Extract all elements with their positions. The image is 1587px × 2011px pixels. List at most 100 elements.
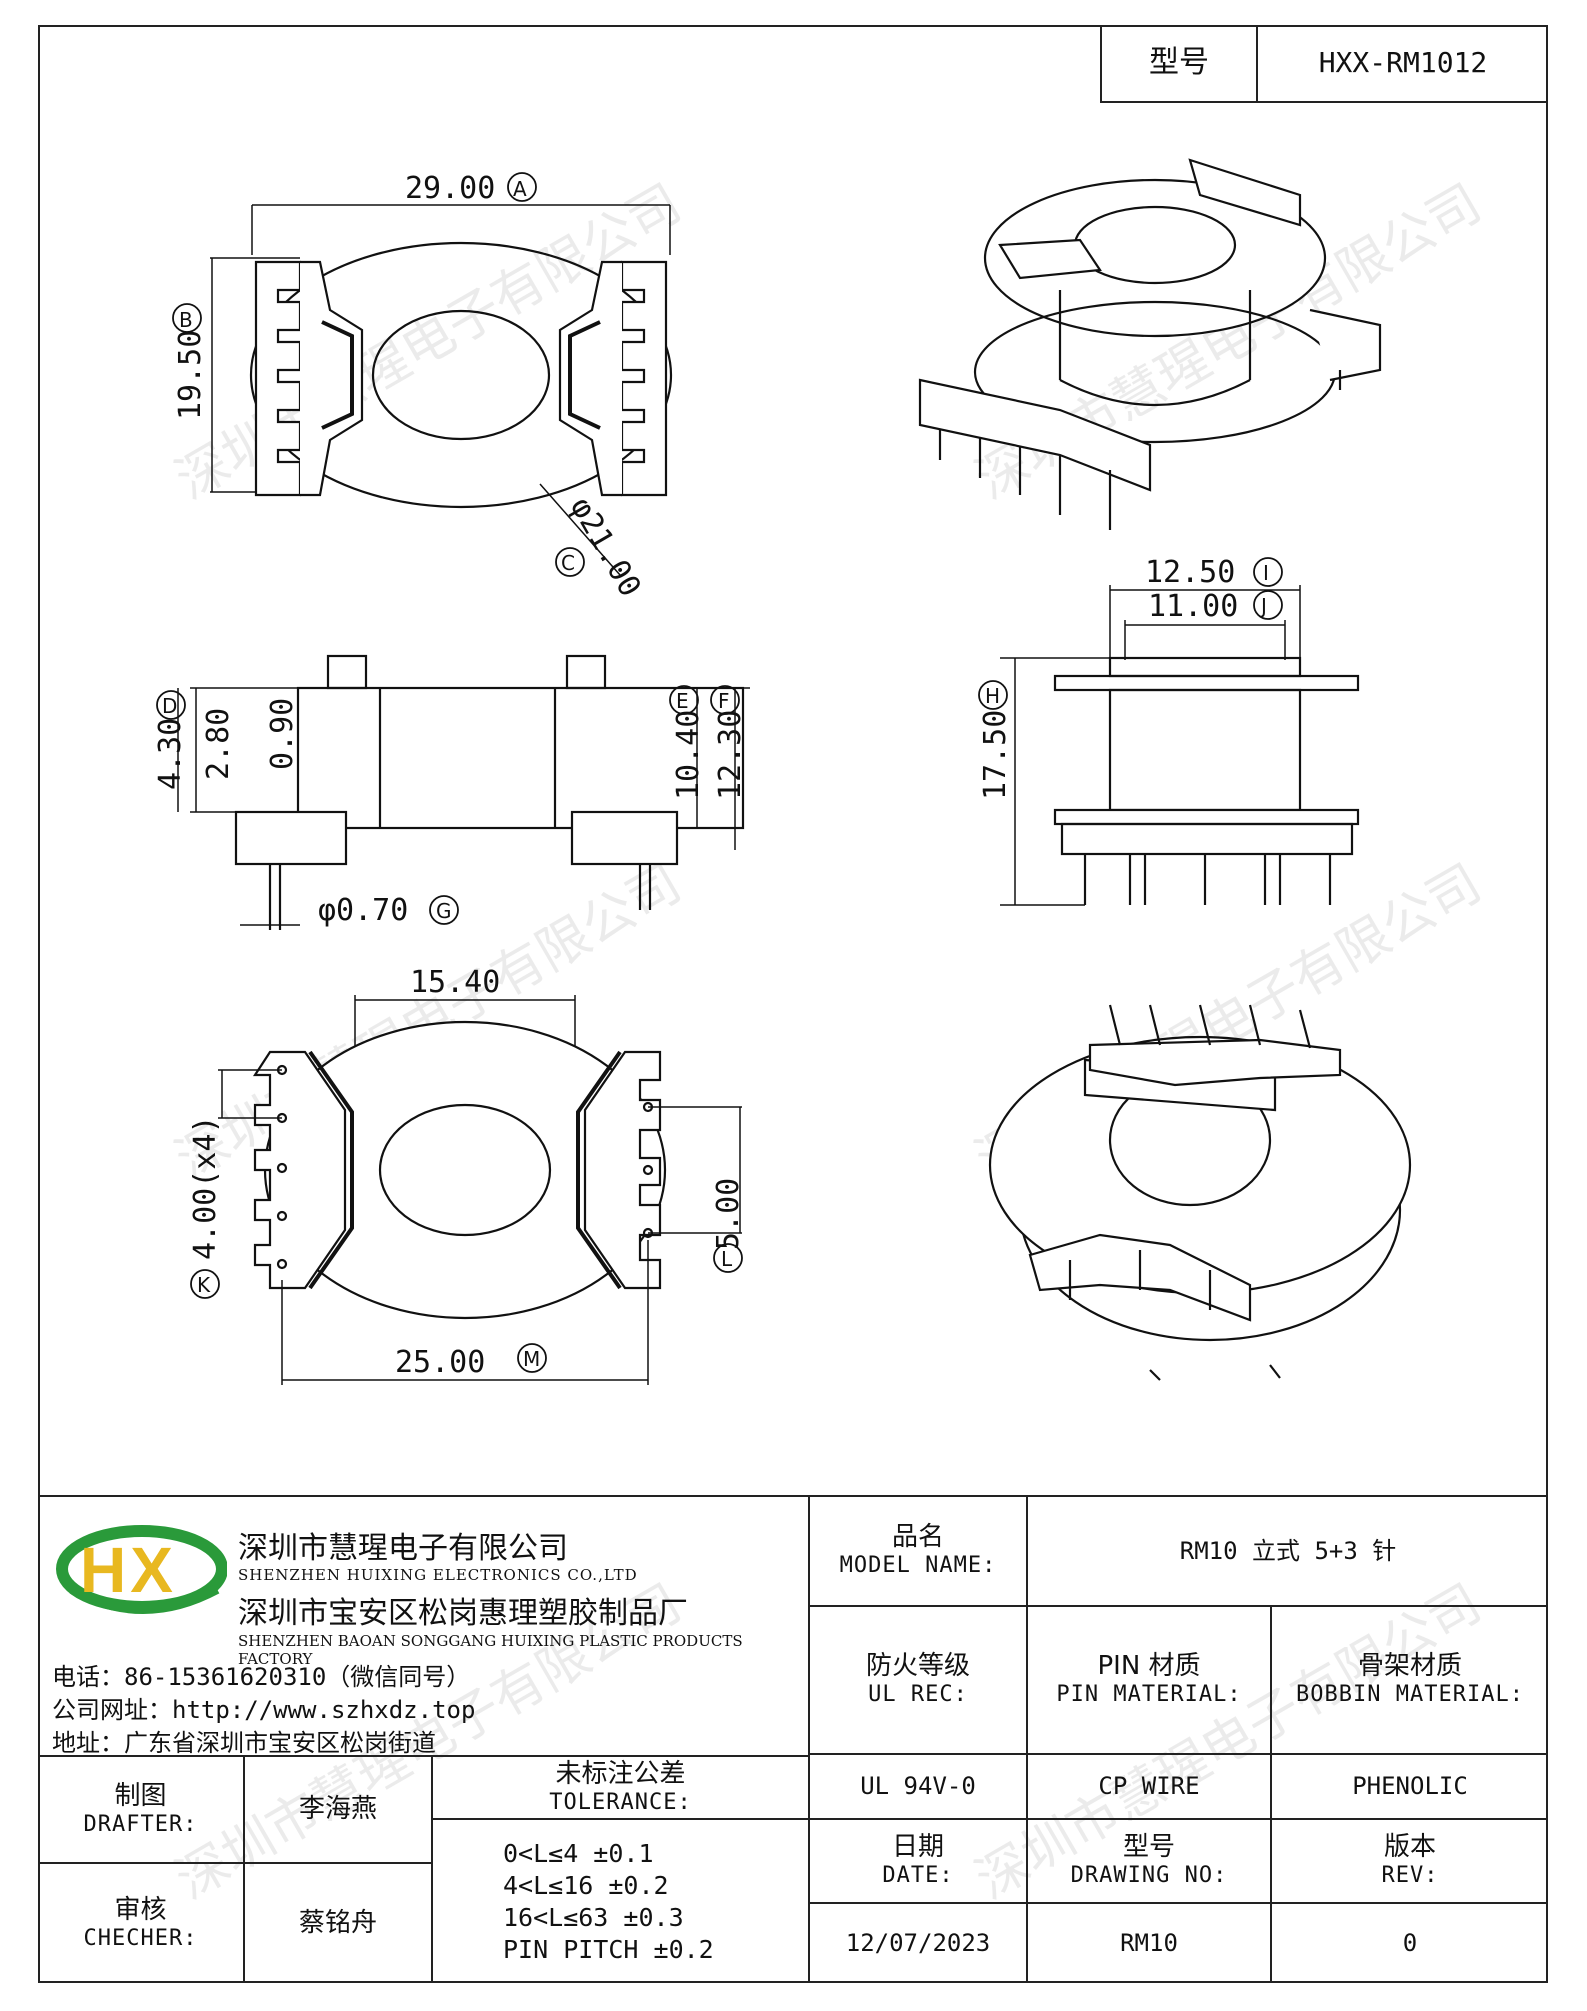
dim-e-label: 10.40 (671, 710, 706, 800)
dim-letter-d: D (162, 694, 177, 718)
iso-view-bottom (988, 1004, 1412, 1381)
drafter-value: 李海燕 (298, 1793, 377, 1824)
bobbin-cn: 骨架材质 (1357, 1651, 1462, 1682)
dim-letter-j: J (1259, 594, 1267, 618)
company-area: HX 深圳市慧瑆电子有限公司 SHENZHEN HUIXING ELECTRON… (38, 1497, 808, 1757)
bottom-view: 15.40 4.00(x4) K 5.00 L 25.00 M (188, 965, 746, 1385)
dim-k-label: 4.00(x4) (188, 1116, 223, 1261)
dim-letter-f: F (718, 689, 730, 713)
date-value-cell: 12/07/2023 (808, 1904, 1026, 1983)
ul-en: UL REC: (868, 1682, 968, 1708)
date-en: DATE: (882, 1863, 954, 1889)
tolerance-label-cell: 未标注公差 TOLERANCE: (431, 1755, 808, 1820)
drawing-en: DRAWING NO: (1070, 1863, 1228, 1889)
dim-i-label: 12.50 (1145, 555, 1235, 590)
header-model-label: 型号 (1149, 45, 1209, 80)
pin-en: PIN MATERIAL: (1056, 1682, 1242, 1708)
dim-j-label: 11.00 (1148, 589, 1238, 624)
drafter-value-cell: 李海燕 (243, 1755, 431, 1864)
drafter-cn: 制图 (114, 1780, 167, 1811)
dim-letter-l: L (721, 1247, 733, 1271)
dim-letter-g: G (436, 899, 452, 923)
drafter-en: DRAFTER: (83, 1811, 198, 1837)
ul-cn: 防火等级 (865, 1651, 970, 1682)
dim-b-label: 19.50 (173, 330, 208, 420)
company-phone: 电话：86-15361620310（微信同号） (52, 1663, 471, 1691)
pin-value-cell: CP WIRE (1026, 1755, 1270, 1820)
drawing-frame (38, 25, 1548, 1983)
checker-label-cell: 审核 CHECHER: (38, 1864, 243, 1983)
tolerance-line: 4<L≤16 ±0.2 (503, 1870, 669, 1900)
title-block (38, 1495, 1548, 1497)
checker-cn: 审核 (114, 1894, 167, 1925)
date-cn: 日期 (891, 1832, 944, 1863)
date-value: 12/07/2023 (845, 1929, 991, 1958)
dim-h-label: 17.50 (978, 710, 1013, 800)
dim-letter-a: A (513, 177, 527, 201)
date-label-cell: 日期 DATE: (808, 1820, 1026, 1904)
checker-en: CHECHER: (83, 1925, 198, 1951)
dim-d3-label: 0.90 (265, 698, 300, 770)
dim-letter-k: K (197, 1273, 211, 1297)
model-name-en: MODEL NAME: (839, 1553, 997, 1579)
drawing-no-label-cell: 型号 DRAWING NO: (1026, 1820, 1270, 1904)
header-model-value: HXX-RM1012 (1318, 46, 1488, 80)
drawing-no-value-cell: RM10 (1026, 1904, 1270, 1983)
header-model-value-cell: HXX-RM1012 (1258, 25, 1548, 103)
rev-en: REV: (1381, 1863, 1439, 1889)
dim-d2-label: 2.80 (201, 708, 236, 780)
checker-value-cell: 蔡铭舟 (243, 1864, 431, 1983)
side-view: D 4.30 2.80 0.90 E F 10.40 12.30 φ0.70 G (153, 654, 750, 930)
dim-letter-e: E (676, 689, 689, 713)
factory-name-cn: 深圳市宝安区松岗惠理塑胶制品厂 (238, 1596, 688, 1631)
dim-m-label: 25.00 (395, 1345, 485, 1380)
iso-view-top (918, 158, 1382, 530)
company-logo: HX (52, 1519, 227, 1629)
company-name-cn: 深圳市慧瑆电子有限公司 (238, 1531, 568, 1566)
bobbin-value: PHENOLIC (1352, 1772, 1468, 1801)
bobbin-label-cell: 骨架材质 BOBBIN MATERIAL: (1270, 1607, 1548, 1755)
rev-label-cell: 版本 REV: (1270, 1820, 1548, 1904)
bobbin-value-cell: PHENOLIC (1270, 1755, 1548, 1820)
dim-letter-h: H (985, 684, 1000, 708)
dim-f-label: 12.30 (713, 710, 748, 800)
tolerance-values-cell: 0<L≤4 ±0.1 4<L≤16 ±0.2 16<L≤63 ±0.3 PIN … (431, 1820, 808, 1983)
pin-value: CP WIRE (1098, 1772, 1200, 1801)
dim-a-label: 29.00 (405, 171, 495, 206)
technical-drawing: 29.00 A B 19.50 φ21.00 C (153, 158, 1412, 1385)
tolerance-cn: 未标注公差 (555, 1758, 686, 1789)
front-view: H 17.50 12.50 11.00 I J (978, 555, 1360, 906)
logo-text: HX (80, 1534, 177, 1606)
top-view: 29.00 A B 19.50 φ21.00 C (172, 171, 673, 603)
pin-label-cell: PIN 材质 PIN MATERIAL: (1026, 1607, 1270, 1755)
dim-g-label: φ0.70 (318, 893, 408, 928)
tolerance-line: 16<L≤63 ±0.3 (503, 1902, 684, 1932)
dim-c-label: φ21.00 (563, 492, 647, 603)
dim-letter-i: I (1263, 561, 1269, 585)
model-name-value: RM10 立式 5+3 针 (1179, 1536, 1397, 1565)
dim-letter-c: C (561, 551, 575, 575)
tolerance-line: PIN PITCH ±0.2 (503, 1934, 714, 1964)
rev-value: 0 (1402, 1929, 1418, 1958)
ul-label-cell: 防火等级 UL REC: (808, 1607, 1026, 1755)
ul-value: UL 94V-0 (860, 1772, 976, 1801)
factory-name-en: SHENZHEN BAOAN SONGGANG HUIXING PLASTIC … (238, 1632, 743, 1668)
header-model-label-cell: 型号 (1100, 25, 1258, 103)
tolerance-line: 0<L≤4 ±0.1 (503, 1838, 654, 1868)
dim-n-label: 15.40 (410, 965, 500, 1000)
drafter-label-cell: 制图 DRAFTER: (38, 1755, 243, 1864)
rev-value-cell: 0 (1270, 1904, 1548, 1983)
pin-cn: PIN 材质 (1097, 1651, 1201, 1682)
company-address: 地址：广东省深圳市宝安区松岗街道 (52, 1729, 436, 1757)
dim-d-label: 4.30 (153, 718, 188, 790)
model-name-value-cell: RM10 立式 5+3 针 (1026, 1497, 1548, 1607)
drawing-cn: 型号 (1122, 1832, 1175, 1863)
ul-value-cell: UL 94V-0 (808, 1755, 1026, 1820)
checker-value: 蔡铭舟 (298, 1907, 377, 1938)
rev-cn: 版本 (1383, 1832, 1436, 1863)
company-website: 公司网址：http://www.szhxdz.top (52, 1696, 476, 1724)
tolerance-en: TOLERANCE: (549, 1789, 692, 1815)
dim-l-label: 5.00 (711, 1178, 746, 1250)
model-name-label-cell: 品名 MODEL NAME: (808, 1497, 1026, 1607)
company-name-en: SHENZHEN HUIXING ELECTRONICS CO.,LTD (238, 1566, 638, 1584)
